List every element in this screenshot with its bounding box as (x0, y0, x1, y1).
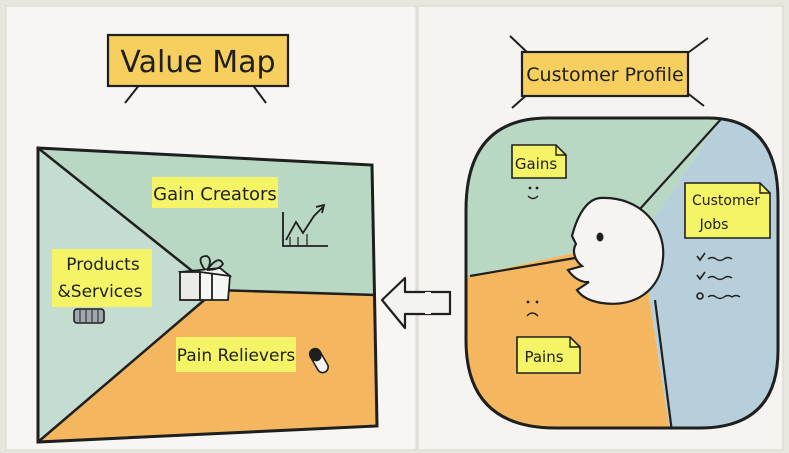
checklist-icon (696, 252, 741, 300)
gains-label: Gains (511, 144, 567, 179)
pains-text: Pains (524, 348, 563, 366)
products-services-label: Products &Services (52, 249, 152, 307)
value-map-title-sign: Value Map (106, 33, 290, 104)
customer-jobs-label: Customer Jobs (684, 182, 771, 239)
arrow-left-icon (380, 276, 452, 330)
gain-creators-text: Gain Creators (153, 184, 277, 205)
customer-jobs-line1: Customer (692, 193, 760, 209)
gains-text: Gains (515, 155, 557, 173)
gain-creators-label: Gain Creators (152, 177, 278, 208)
products-services-line1: Products (66, 255, 140, 275)
smiling-face-icon (566, 196, 665, 305)
gift-icon (177, 255, 233, 301)
customer-profile-title-sign: Customer Profile (509, 35, 709, 109)
products-services-line2: &Services (58, 282, 143, 302)
gains-smiley-face (527, 186, 539, 200)
customer-jobs-line2: Jobs (699, 217, 729, 233)
pains-label: Pains (516, 336, 581, 374)
pain-relievers-label: Pain Relievers (176, 337, 296, 372)
growth-chart-icon (282, 203, 328, 247)
gain-creators-area (38, 148, 376, 295)
pains-sad-face (526, 300, 539, 317)
pain-relievers-text: Pain Relievers (177, 346, 296, 366)
customer-profile-title: Customer Profile (526, 64, 683, 86)
value-map-title: Value Map (120, 45, 275, 80)
bandage-icon (73, 308, 105, 324)
pill-icon (308, 347, 329, 374)
